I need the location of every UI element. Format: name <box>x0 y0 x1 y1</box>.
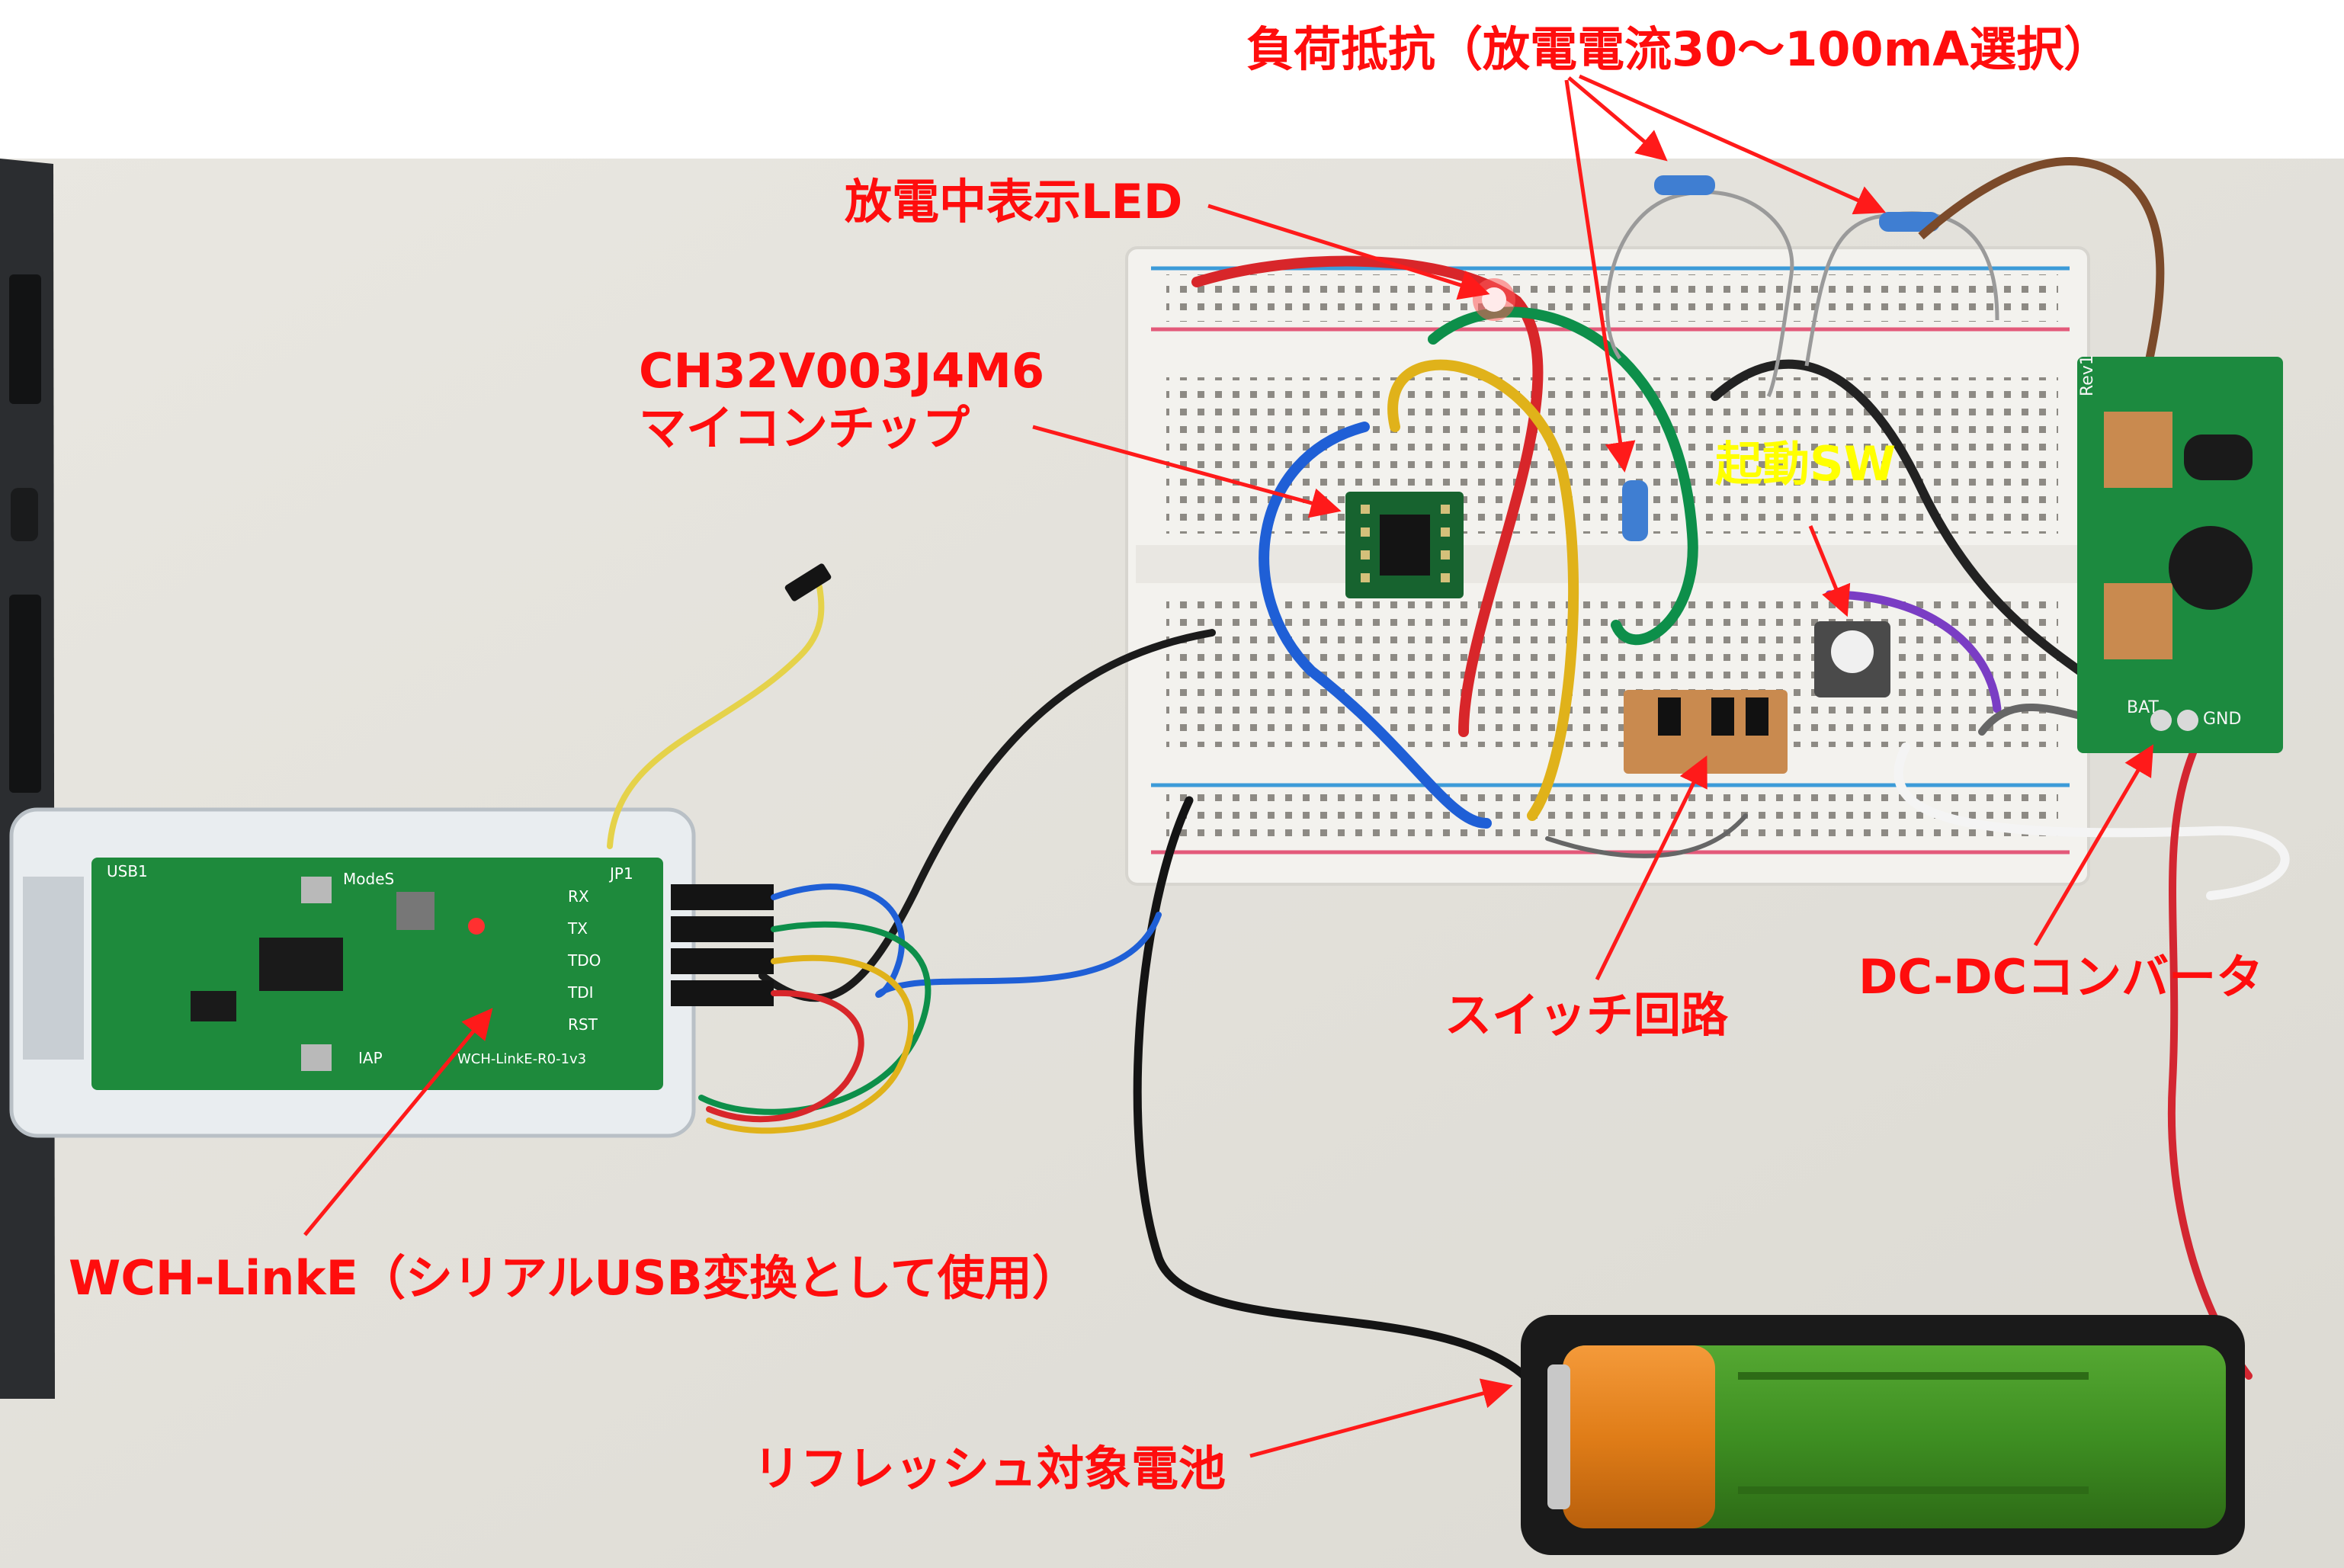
arrow-switch-circuit <box>1595 755 1707 981</box>
label-mcu-line2: マイコンチップ <box>639 400 970 456</box>
arrow-start-switch <box>1808 525 1851 617</box>
pcb-usb-label: USB1 <box>107 862 148 880</box>
mcu-adapter-board <box>1345 492 1464 598</box>
label-battery: リフレッシュ対象電池 <box>753 1441 1227 1496</box>
switch-circuit-board <box>1624 690 1788 774</box>
pcb-board-name: WCH-LinkE-R0-1v3 <box>457 1051 586 1067</box>
battery-holder <box>1521 1315 2245 1555</box>
arrow-load-resistor-2 <box>1578 74 1887 215</box>
pcb-jp1-label: JP1 <box>608 864 633 883</box>
dcdc-gnd-text: GND <box>2203 710 2241 729</box>
label-mcu-line1: CH32V003J4M6 <box>639 343 1045 399</box>
arrow-discharge-led <box>1207 204 1490 300</box>
label-load-resistor: 負荷抵抗（放電電流30～100mA選択） <box>1246 21 2112 77</box>
pcb-iap-label: IAP <box>358 1049 383 1067</box>
arrow-wch-link <box>303 1008 493 1236</box>
arrow-battery <box>1249 1378 1513 1458</box>
pcb-mode-label: ModeS <box>343 870 394 888</box>
arrow-mcu <box>1032 425 1342 518</box>
pcb-pin-tx: TX <box>567 919 588 938</box>
annotation-arrows <box>303 74 2154 1458</box>
pcb-pin-rst: RST <box>568 1015 598 1034</box>
discharge-led <box>1473 278 1515 321</box>
arrow-load-resistor-1 <box>1567 76 1668 162</box>
label-discharge-led: 放電中表示LED <box>845 174 1183 229</box>
push-switch <box>1814 621 1890 697</box>
pcb-pin-tdo: TDO <box>567 951 601 970</box>
wch-linke-device: USB1 ModeS IAP JP1 RX TX TDO TDI RST WCH… <box>9 563 1162 1138</box>
label-dcdc-converter: DC-DCコンバータ <box>1858 949 2264 1005</box>
resistors <box>1605 157 2165 541</box>
jumper-wires <box>758 255 2290 1380</box>
laptop-edge <box>0 159 55 1399</box>
arrow-dcdc <box>2033 744 2154 947</box>
arrow-load-resistor-3 <box>1564 79 1636 473</box>
pcb-pin-tdi: TDI <box>567 983 594 1002</box>
dcdc-rev-text: Rev1 <box>2078 354 2097 396</box>
pcb-pin-rx: RX <box>568 887 589 906</box>
label-start-switch: 起動SW <box>1715 436 1897 492</box>
pcb-labels: USB1 ModeS IAP JP1 RX TX TDO TDI RST WCH… <box>107 862 633 1067</box>
dcdc-board: Rev1 BAT GND <box>2077 354 2283 753</box>
label-wch-link: WCH-LinkE（シリアルUSB変換として使用） <box>69 1250 1079 1306</box>
dcdc-bat-text: BAT <box>2127 698 2159 717</box>
label-switch-circuit: スイッチ回路 <box>1445 987 1729 1043</box>
